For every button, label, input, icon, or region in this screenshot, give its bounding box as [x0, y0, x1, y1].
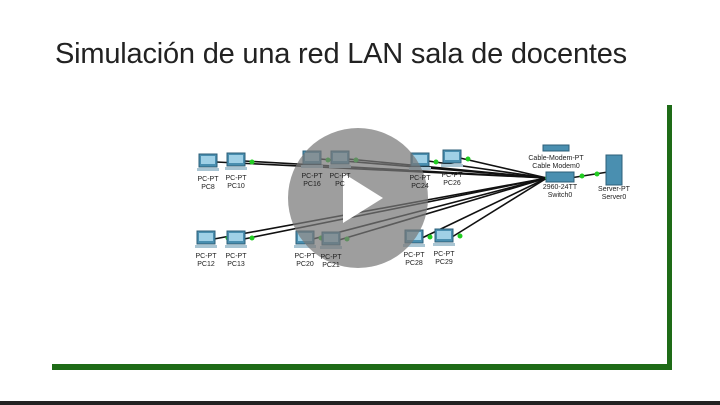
keyboard [225, 245, 247, 248]
link-light [427, 234, 433, 240]
frame-bottom-border [52, 364, 672, 370]
cable-pc24 [427, 160, 548, 179]
device-pc26[interactable] [441, 149, 463, 167]
link-light [249, 235, 255, 241]
device-server[interactable] [605, 154, 623, 186]
device-modem[interactable] [542, 144, 570, 152]
screen [229, 155, 243, 163]
screen [437, 231, 451, 239]
screen [445, 152, 459, 160]
keyboard [294, 245, 316, 248]
keyboard [433, 243, 455, 246]
screen [413, 155, 427, 163]
link-light [594, 171, 600, 177]
device-pc10[interactable] [225, 152, 247, 170]
link-light [249, 159, 255, 165]
play-icon [343, 173, 383, 223]
keyboard [225, 167, 247, 170]
server-icon [605, 154, 623, 186]
frame-right-border [667, 105, 672, 370]
screen [201, 156, 215, 164]
device-switch[interactable] [545, 171, 575, 183]
device-pc8[interactable] [197, 153, 219, 171]
play-button[interactable] [288, 128, 428, 268]
keyboard [403, 244, 425, 247]
screen [199, 233, 213, 241]
keyboard [441, 164, 463, 167]
link-light [457, 233, 463, 239]
device-pc12[interactable] [195, 230, 217, 248]
cable-pc29 [451, 177, 548, 238]
screen [229, 233, 243, 241]
link-light [433, 159, 439, 165]
link-light [465, 156, 471, 162]
switch-icon [545, 171, 575, 183]
keyboard [195, 245, 217, 248]
modem-icon [542, 144, 570, 152]
keyboard [197, 168, 219, 171]
link-light [579, 173, 585, 179]
cable-pc28 [421, 177, 548, 239]
cable-server [569, 171, 609, 179]
bottom-divider [0, 401, 720, 405]
device-pc13[interactable] [225, 230, 247, 248]
device-pc29[interactable] [433, 228, 455, 246]
slide-title: Simulación de una red LAN sala de docent… [55, 38, 627, 70]
cable-pc26 [459, 157, 548, 179]
